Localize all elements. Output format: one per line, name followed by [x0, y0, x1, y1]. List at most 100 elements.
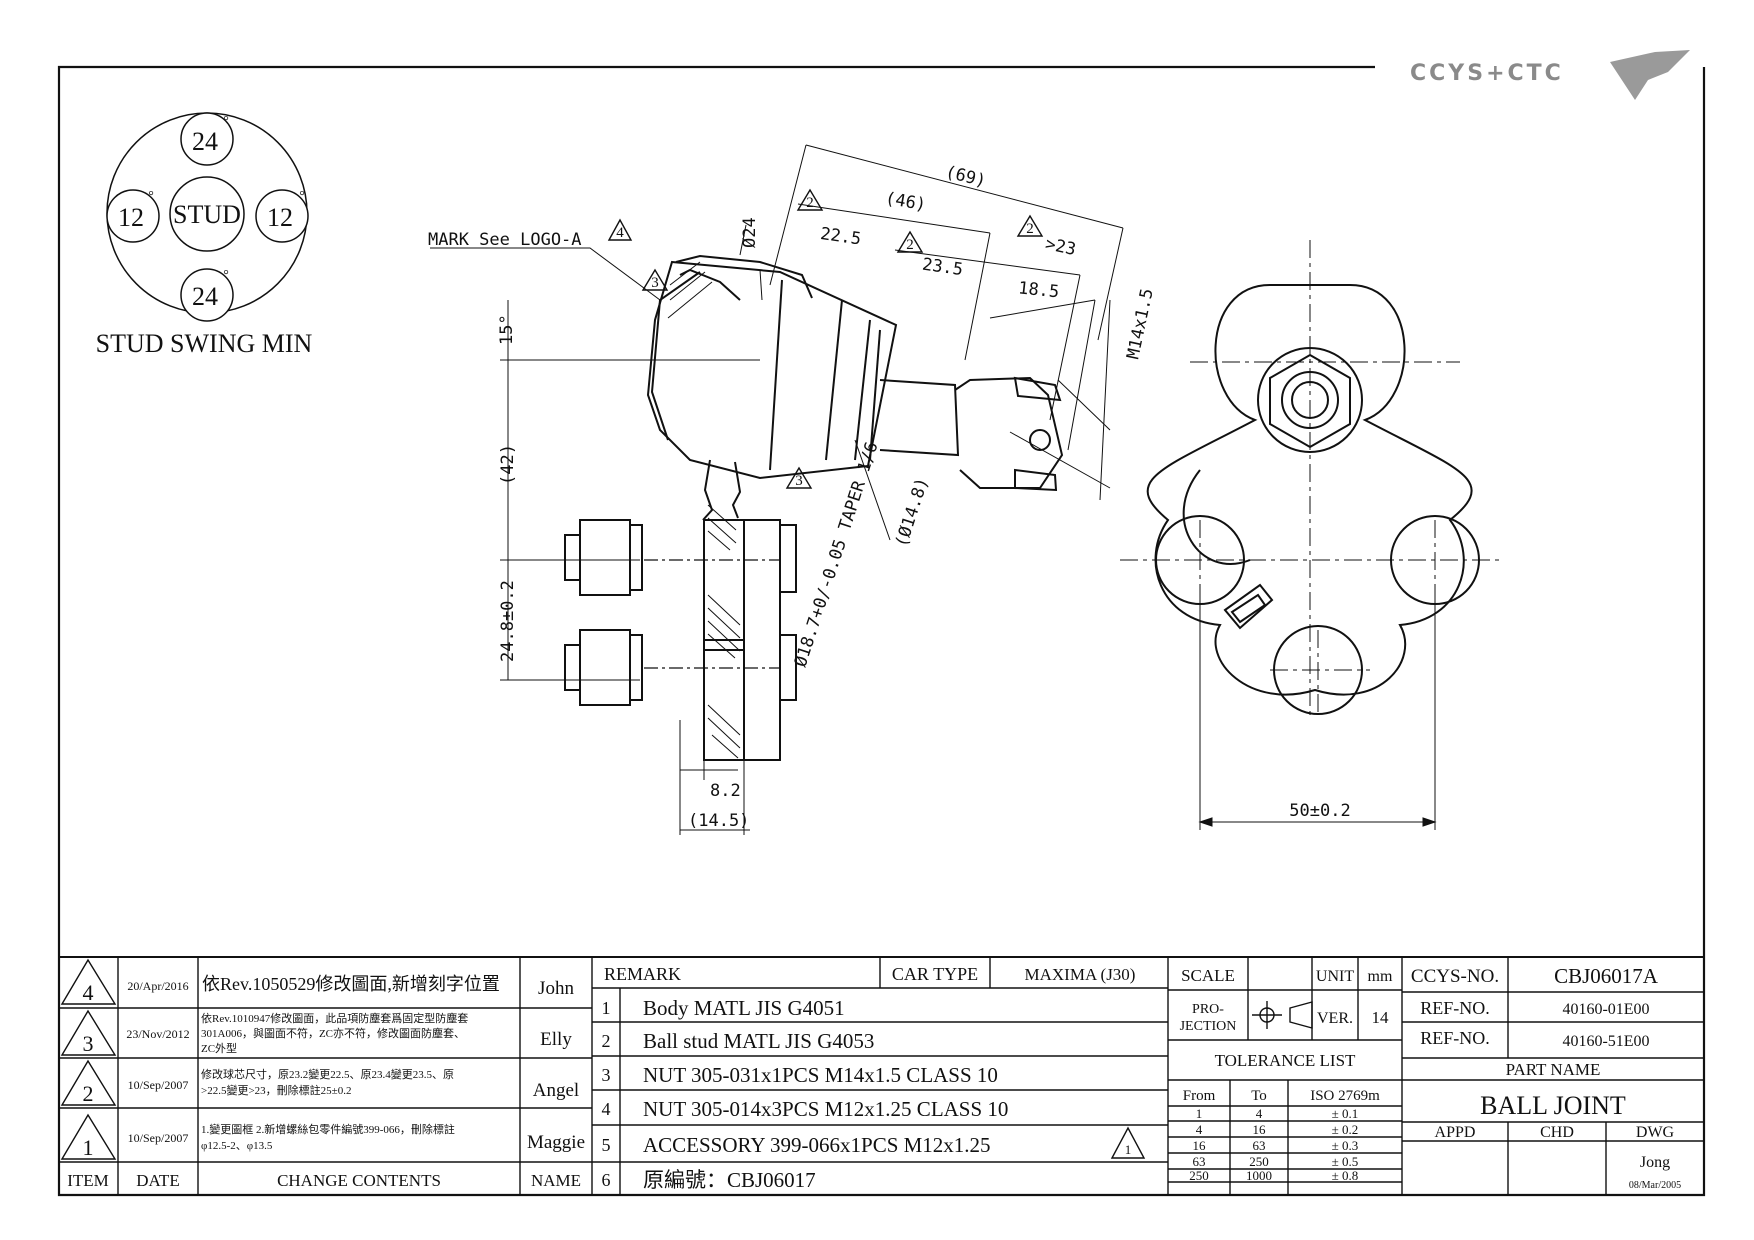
rev-date: 20/Apr/2016: [127, 979, 188, 993]
side-view-dims: [430, 144, 1124, 835]
remark-no: 1: [602, 998, 611, 1018]
tol-value: ± 0.3: [1332, 1138, 1359, 1153]
swing-left-value: 12: [118, 203, 144, 232]
revision-row-3: 3 23/Nov/2012 依Rev.1010947修改圖面，此品項防塵套爲固定…: [83, 1011, 573, 1056]
sheet-border: [57, 65, 1706, 1197]
rev-header-name: NAME: [531, 1171, 581, 1190]
tol-to: 16: [1253, 1122, 1267, 1137]
dim-24-8: 24.8±0.2: [498, 580, 518, 662]
rev-date: 23/Nov/2012: [126, 1027, 189, 1041]
spec-block: SCALE UNIT mm PRO- JECTION VER. 14 TOLER…: [1180, 966, 1393, 1183]
scale-label: SCALE: [1181, 966, 1235, 985]
tolerance-title: TOLERANCE LIST: [1215, 1051, 1356, 1070]
tol-from: 4: [1196, 1122, 1203, 1137]
swing-top-value: 24: [192, 127, 218, 156]
dim-23-5: 23.5: [921, 255, 964, 281]
dim-m14: M14x1.5: [1123, 287, 1157, 361]
dim-46: (46): [884, 189, 928, 216]
revision-headers: ITEM DATE CHANGE CONTENTS NAME: [67, 1171, 581, 1190]
rev-name: Angel: [533, 1080, 579, 1101]
front-view-centerlines: [1120, 240, 1500, 720]
remark-text: Ball stud MATL JIS G4053: [643, 1029, 874, 1053]
tol-header-from: From: [1183, 1088, 1216, 1104]
tol-header-to: To: [1251, 1088, 1267, 1104]
swing-right-value: 12: [267, 203, 293, 232]
rev-content-line: φ12.5-2、φ13.5: [201, 1140, 273, 1152]
remark-text: 原編號：CBJ06017: [643, 1168, 816, 1192]
remark-text: Body MATL JIS G4051: [643, 996, 845, 1020]
rev-content-line: 依Rev.1050529修改圖面,新增刻字位置: [202, 974, 500, 994]
swing-bottom-deg: °: [223, 268, 229, 283]
rev-item: 1: [83, 1135, 94, 1160]
rev-content-line: 301A006，與圖面不符，ZC亦不符，修改圖面防塵套、: [201, 1026, 465, 1040]
rev-name: John: [538, 978, 574, 999]
logo-emblem-icon: [1610, 50, 1690, 100]
ref-no-label-1: REF-NO.: [1420, 998, 1490, 1018]
dim-22-5: 22.5: [819, 224, 862, 250]
tol-from: 63: [1193, 1154, 1206, 1169]
remark-header: REMARK: [604, 964, 681, 984]
rev-flag-3b: 3: [795, 473, 803, 489]
stud-swing-labels: 24 ° 12 ° 12 ° 24 ° STUD STUD SWING MIN: [96, 114, 313, 358]
side-view-rev-flag-numbers: 2 2 2 4 3 3: [616, 195, 1034, 489]
car-type-label: CAR TYPE: [892, 964, 978, 984]
rev-date: 10/Sep/2007: [128, 1131, 189, 1145]
remark-text: ACCESSORY 399-066x1PCS M12x1.25: [643, 1133, 991, 1157]
projection-label-2: JECTION: [1180, 1019, 1237, 1034]
ref-no-value-2: 40160-51E00: [1562, 1033, 1649, 1050]
remark-text: NUT 305-014x3PCS M12x1.25 CLASS 10: [643, 1097, 1008, 1121]
remark-no: 5: [602, 1135, 611, 1155]
rev-name: Maggie: [527, 1132, 585, 1153]
dim-14-5: (14.5): [688, 811, 749, 831]
ccys-no-value: CBJ06017A: [1554, 964, 1659, 988]
ver-value: 14: [1372, 1008, 1390, 1027]
unit-value: mm: [1368, 968, 1393, 985]
rev-item: 2: [83, 1081, 94, 1106]
dwg-name: Jong: [1640, 1154, 1670, 1171]
appd-label: APPD: [1435, 1124, 1476, 1141]
rev-header-contents: CHANGE CONTENTS: [277, 1171, 441, 1190]
swing-center-label: STUD: [173, 200, 241, 229]
side-view-geometry: [564, 254, 1064, 761]
tol-from: 16: [1193, 1138, 1207, 1153]
tol-to: 4: [1256, 1106, 1263, 1121]
rev-date: 10/Sep/2007: [128, 1078, 189, 1092]
dwg-label: DWG: [1636, 1124, 1675, 1141]
side-view-dim-texts: MARK See LOGO-A (69) (46) 22.5 23.5 >23 …: [428, 162, 1158, 831]
dim-gt-23: >23: [1043, 234, 1077, 260]
rev-header-date: DATE: [136, 1171, 179, 1190]
projection-label-1: PRO-: [1192, 1002, 1224, 1017]
remark-text: NUT 305-031x1PCS M14x1.5 CLASS 10: [643, 1063, 998, 1087]
dim-50: 50±0.2: [1289, 801, 1350, 821]
rev-name: Elly: [540, 1029, 572, 1050]
dim-15deg: 15°: [497, 314, 517, 345]
ref-no-value-1: 40160-01E00: [1562, 1001, 1649, 1018]
mark-note: MARK See LOGO-A: [428, 230, 582, 250]
part-name-value: BALL JOINT: [1480, 1091, 1626, 1120]
front-view-dim: [1198, 600, 1437, 830]
side-view-rev-flags: [607, 188, 1044, 489]
rev-header-item: ITEM: [67, 1171, 109, 1190]
rev-content-line: 1.變更圖框 2.新增螺絲包零件編號399-066，刪除標註: [201, 1122, 455, 1136]
tol-value: ± 0.1: [1332, 1106, 1359, 1121]
remark-flag-number: 1: [1125, 1142, 1132, 1157]
tol-value: ± 0.8: [1332, 1168, 1359, 1183]
rev-flag-2c: 2: [1026, 221, 1034, 237]
rev-flag-3a: 3: [651, 275, 659, 291]
swing-title: STUD SWING MIN: [96, 329, 313, 358]
rev-content-line: 修改球芯尺寸，原23.2變更22.5、原23.4變更23.5、原: [201, 1067, 454, 1081]
swing-top-deg: °: [223, 114, 229, 129]
dim-18-5: 18.5: [1017, 278, 1060, 302]
dim-69: (69): [943, 162, 988, 191]
dim-phi24: Ø24: [740, 217, 760, 248]
remark-no: 3: [602, 1065, 611, 1085]
rev-content-line: ZC外型: [201, 1041, 237, 1055]
tol-to: 63: [1253, 1138, 1266, 1153]
tol-to: 250: [1249, 1154, 1269, 1169]
dim-8-2: 8.2: [710, 781, 741, 801]
remark-no: 4: [602, 1099, 611, 1119]
rev-item: 3: [83, 1031, 94, 1056]
rev-item: 4: [83, 980, 94, 1005]
tol-from: 250: [1189, 1168, 1209, 1183]
